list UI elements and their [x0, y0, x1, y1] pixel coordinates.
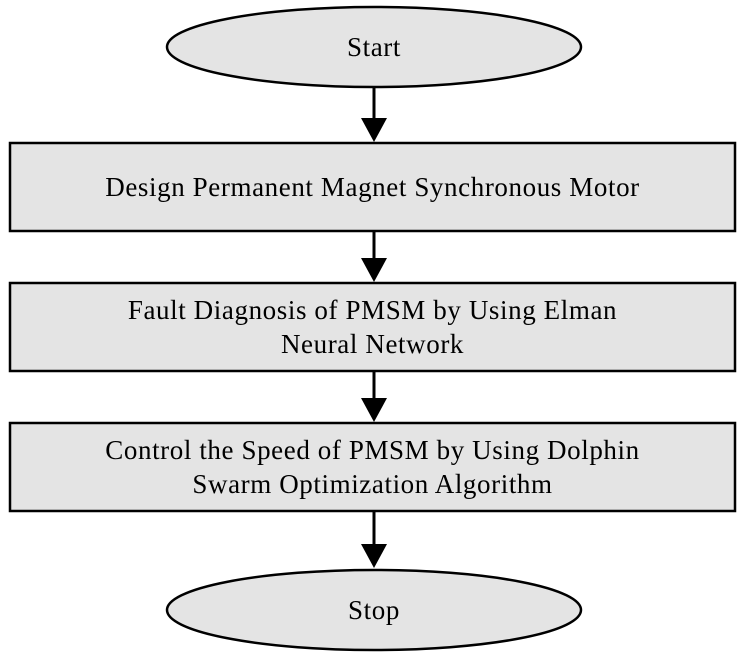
step2-label-box: Fault Diagnosis of PMSM by Using Elman N…: [10, 283, 735, 371]
stop-label-box: Stop: [167, 570, 581, 650]
process-box-fault-diagnosis: [8, 281, 737, 373]
step3-label: Control the Speed of PMSM by Using Dolph…: [105, 435, 640, 499]
stop-label: Stop: [348, 595, 400, 625]
stop-terminator: [165, 568, 583, 652]
start-label: Start: [347, 32, 401, 62]
step2-label: Fault Diagnosis of PMSM by Using Elman N…: [127, 295, 618, 359]
step3-label-box: Control the Speed of PMSM by Using Dolph…: [10, 423, 735, 511]
step1-label: Design Permanent Magnet Synchronous Moto…: [105, 172, 640, 202]
arrow-step1-to-step2: [361, 231, 387, 282]
start-label-box: Start: [167, 7, 581, 87]
arrow-start-to-step1: [361, 87, 387, 142]
step1-label-box: Design Permanent Magnet Synchronous Moto…: [10, 143, 735, 231]
arrow-step3-to-stop: [361, 511, 387, 568]
arrow-step2-to-step3: [361, 371, 387, 422]
process-box-design: [8, 141, 737, 233]
